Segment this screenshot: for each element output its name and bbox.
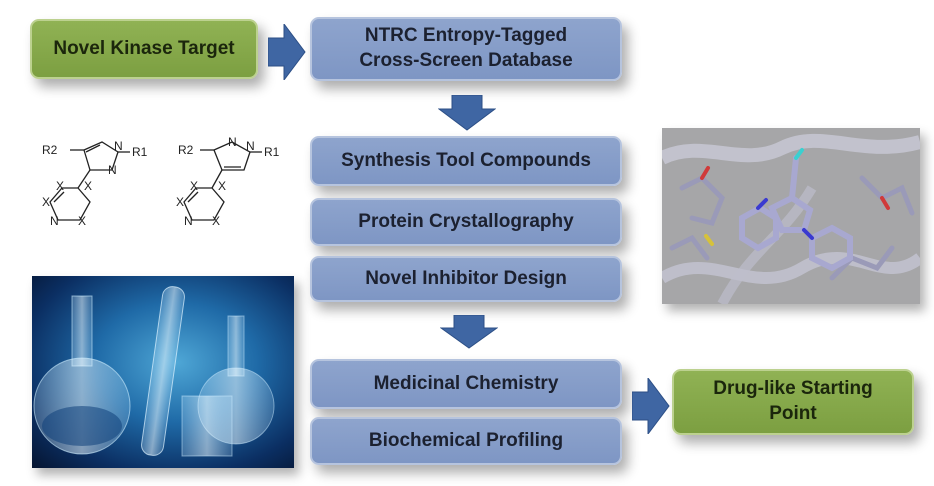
- lab-glassware-photo: [32, 276, 294, 468]
- protein-crystal-structure-image: [662, 128, 920, 304]
- left-x4-label: X: [78, 214, 86, 228]
- arrow-down-1-icon: [438, 95, 496, 131]
- synthesis-box: Synthesis Tool Compounds: [310, 136, 622, 186]
- left-n3-label: N: [50, 214, 59, 228]
- inhibitor-design-box: Novel Inhibitor Design: [310, 256, 622, 302]
- right-r1-label: R1: [264, 145, 280, 159]
- medicinal-chemistry-label: Medicinal Chemistry: [373, 372, 559, 394]
- inhibitor-design-label: Novel Inhibitor Design: [365, 267, 567, 289]
- right-n3-label: N: [184, 214, 193, 228]
- right-r2-label: R2: [178, 143, 194, 157]
- right-x4-label: X: [212, 214, 220, 228]
- left-n2-label: N: [108, 163, 117, 177]
- medicinal-chemistry-box: Medicinal Chemistry: [310, 359, 622, 409]
- left-x1-label: X: [56, 179, 64, 193]
- left-n1-label: N: [114, 139, 123, 153]
- right-x1-label: X: [190, 179, 198, 193]
- synthesis-label: Synthesis Tool Compounds: [341, 149, 591, 171]
- crystallography-box: Protein Crystallography: [310, 198, 622, 246]
- crystallography-label: Protein Crystallography: [358, 210, 574, 232]
- right-n2-label: N: [246, 139, 255, 153]
- left-x3-label: X: [42, 195, 50, 209]
- glassware-illustration: [33, 286, 275, 457]
- database-label-line1: NTRC Entropy-Tagged: [364, 25, 568, 47]
- arrow-right-1-icon: [268, 24, 306, 80]
- biochemical-profiling-label: Biochemical Profiling: [368, 429, 564, 451]
- drug-like-starting-point-box: Drug-like Starting Point: [672, 369, 914, 435]
- arrow-down-2-icon: [440, 315, 498, 349]
- novel-kinase-target-label: Novel Kinase Target: [53, 37, 235, 59]
- left-x2-label: X: [84, 179, 92, 193]
- right-n1-label: N: [228, 135, 237, 149]
- chemical-structures-panel: R2 R1 N N X X X N X R2 R1 N N X X: [28, 128, 294, 238]
- right-x2-label: X: [218, 179, 226, 193]
- novel-kinase-target-box: Novel Kinase Target: [30, 19, 258, 79]
- left-r1-label: R1: [132, 145, 148, 159]
- right-x3-label: X: [176, 195, 184, 209]
- left-r2-label: R2: [42, 143, 58, 157]
- biochemical-profiling-box: Biochemical Profiling: [310, 417, 622, 465]
- pyrazole-structures-image: R2 R1 N N X X X N X R2 R1 N N X X: [42, 135, 280, 228]
- database-label-line2: Cross-Screen Database: [359, 50, 573, 71]
- database-box: NTRC Entropy-Tagged Cross-Screen Databas…: [310, 17, 622, 81]
- arrow-right-2-icon: [632, 378, 670, 434]
- ligand-binding-site-illustration: [662, 133, 920, 304]
- starting-point-label-line1: Drug-like Starting: [713, 378, 873, 400]
- starting-point-label-line2: Point: [769, 403, 817, 424]
